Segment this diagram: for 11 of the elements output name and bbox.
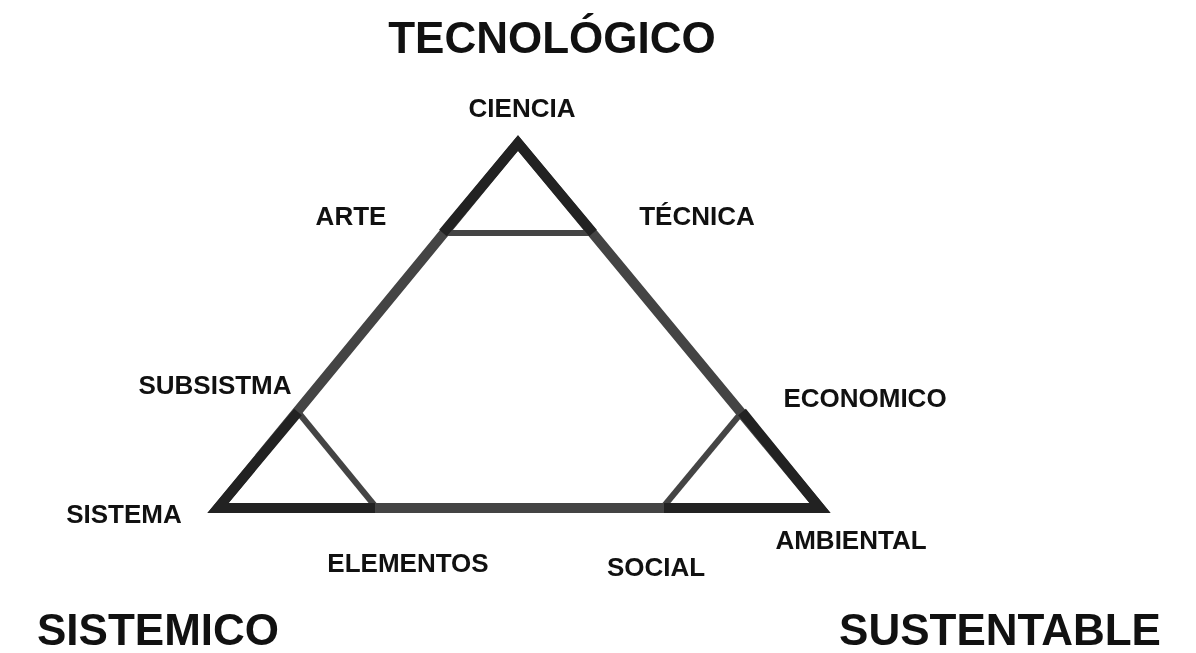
- vertex-label: SOCIAL: [606, 554, 706, 580]
- heading: SUSTENTABLE: [839, 608, 1161, 652]
- vertex-label: SISTEMA: [66, 501, 182, 527]
- vertex-label: AMBIENTAL: [775, 527, 927, 553]
- heading: SISTEMICO: [37, 608, 279, 652]
- vertex-label: ECONOMICO: [783, 385, 947, 411]
- vertex-label: TÉCNICA: [639, 203, 755, 229]
- vertex-label: ELEMENTOS: [327, 550, 489, 576]
- vertex-label: SUBSISTMA: [138, 372, 292, 398]
- vertex-label: ARTE: [315, 203, 387, 229]
- vertex-label: CIENCIA: [468, 95, 576, 121]
